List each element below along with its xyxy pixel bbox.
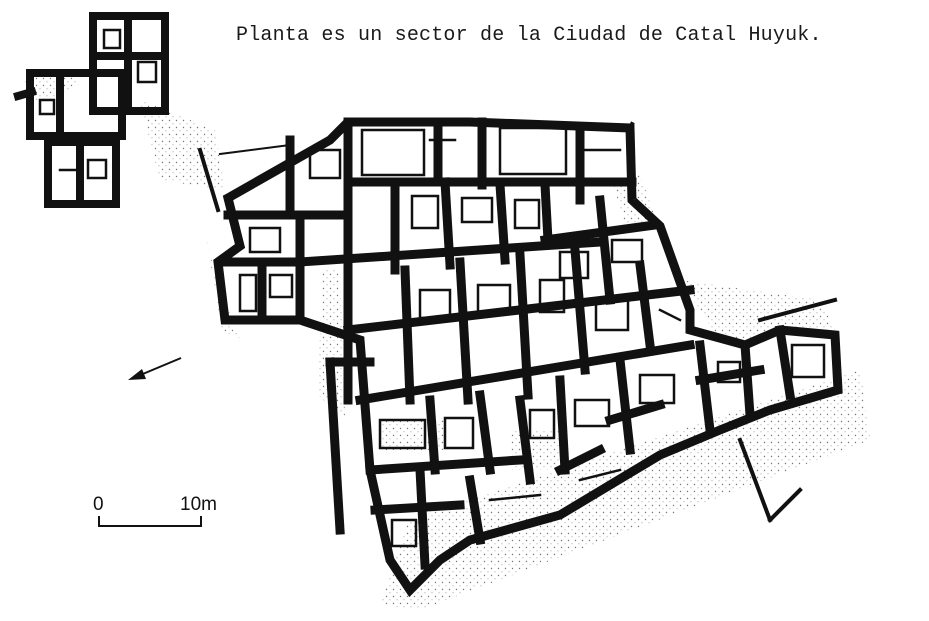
map-caption: Planta es un sector de la Ciudad de Cata… bbox=[236, 24, 822, 47]
stippled-areas bbox=[22, 68, 870, 610]
annex-building bbox=[13, 12, 169, 208]
house-walls bbox=[197, 117, 843, 598]
scale-label-end: 10m bbox=[180, 494, 217, 515]
scale-label-start: 0 bbox=[93, 494, 104, 515]
scale-bar: 0 10m bbox=[93, 494, 217, 527]
north-arrow-icon bbox=[128, 357, 182, 380]
